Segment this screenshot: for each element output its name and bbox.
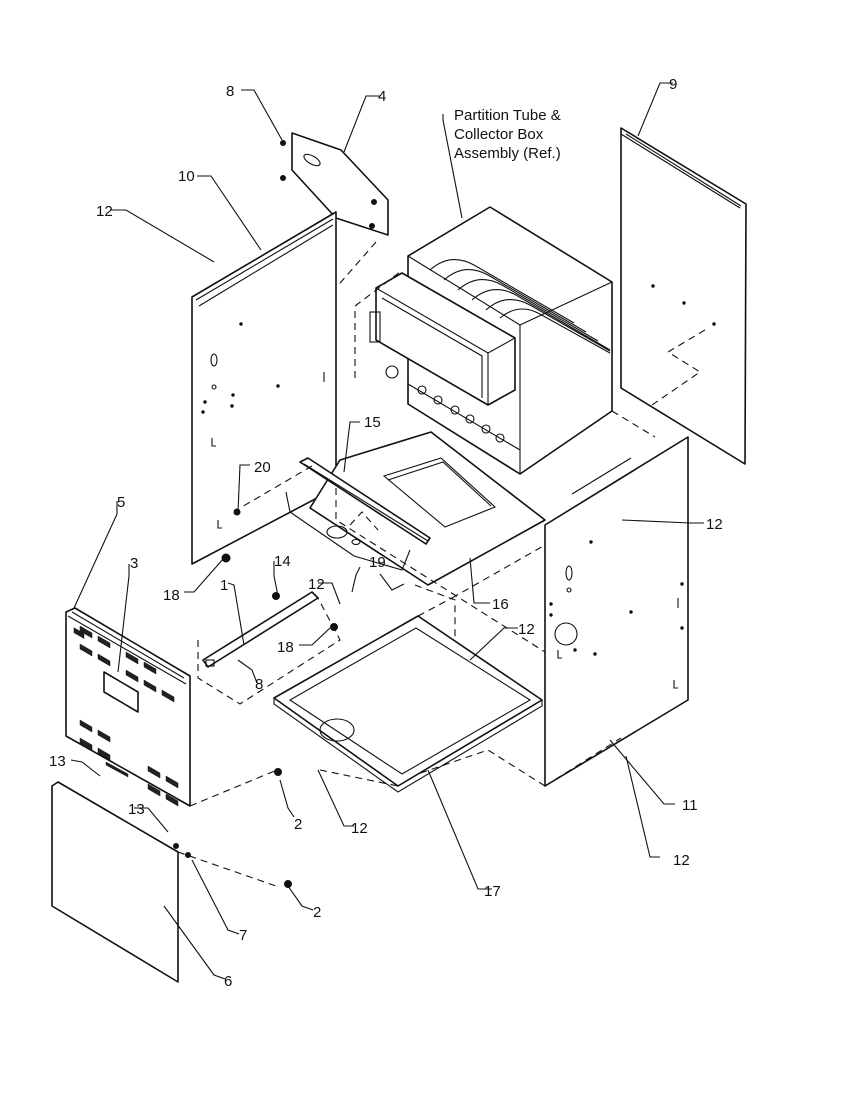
lower-front-door (51, 768, 292, 983)
leader-lines (70, 82, 704, 980)
callout-12: 12 (673, 852, 690, 869)
note-line-2: Collector Box (454, 126, 544, 143)
bottom-pan (273, 597, 543, 793)
callout-2: 2 (313, 904, 321, 921)
callout-6: 6 (224, 973, 232, 990)
callout-15: 15 (364, 414, 381, 431)
callout-8: 8 (255, 676, 263, 693)
callout-labels: 8 4 9 10 12 15 20 12 5 3 18 14 19 12 1 1… (49, 76, 723, 990)
support-rail (285, 457, 431, 591)
callout-9: 9 (669, 76, 677, 93)
callout-19: 19 (369, 554, 386, 571)
callout-1: 1 (220, 577, 228, 594)
callout-18: 18 (163, 587, 180, 604)
callout-13: 13 (49, 753, 66, 770)
callout-12: 12 (96, 203, 113, 220)
right-front-side-panel (399, 436, 689, 787)
callout-5: 5 (117, 494, 125, 511)
assembly-reference-note: Partition Tube & Collector Box Assembly … (454, 107, 561, 162)
callout-12: 12 (351, 820, 368, 837)
callout-13: 13 (128, 801, 145, 818)
shelf-plate (309, 431, 546, 670)
callout-4: 4 (378, 88, 386, 105)
upper-front-door (65, 607, 278, 807)
callout-14: 14 (274, 553, 291, 570)
note-line-1: Partition Tube & (454, 107, 561, 124)
bracket-rod (197, 591, 341, 705)
callout-12: 12 (706, 516, 723, 533)
right-rear-panel (620, 127, 747, 465)
callout-16: 16 (492, 596, 509, 613)
top-cover-plate (229, 132, 389, 323)
callout-7: 7 (239, 927, 247, 944)
callout-2: 2 (294, 816, 302, 833)
callout-12: 12 (308, 576, 325, 593)
callout-3: 3 (130, 555, 138, 572)
callout-17: 17 (484, 883, 501, 900)
note-line-3: Assembly (Ref.) (454, 145, 561, 162)
callout-11: 11 (682, 797, 698, 814)
callout-8: 8 (226, 83, 234, 100)
callout-18: 18 (277, 639, 294, 656)
callout-12: 12 (518, 621, 535, 638)
callout-10: 10 (178, 168, 195, 185)
partition-tube-collector-box-assembly (354, 206, 656, 475)
callout-20: 20 (254, 459, 271, 476)
alignment-lines (239, 465, 622, 787)
